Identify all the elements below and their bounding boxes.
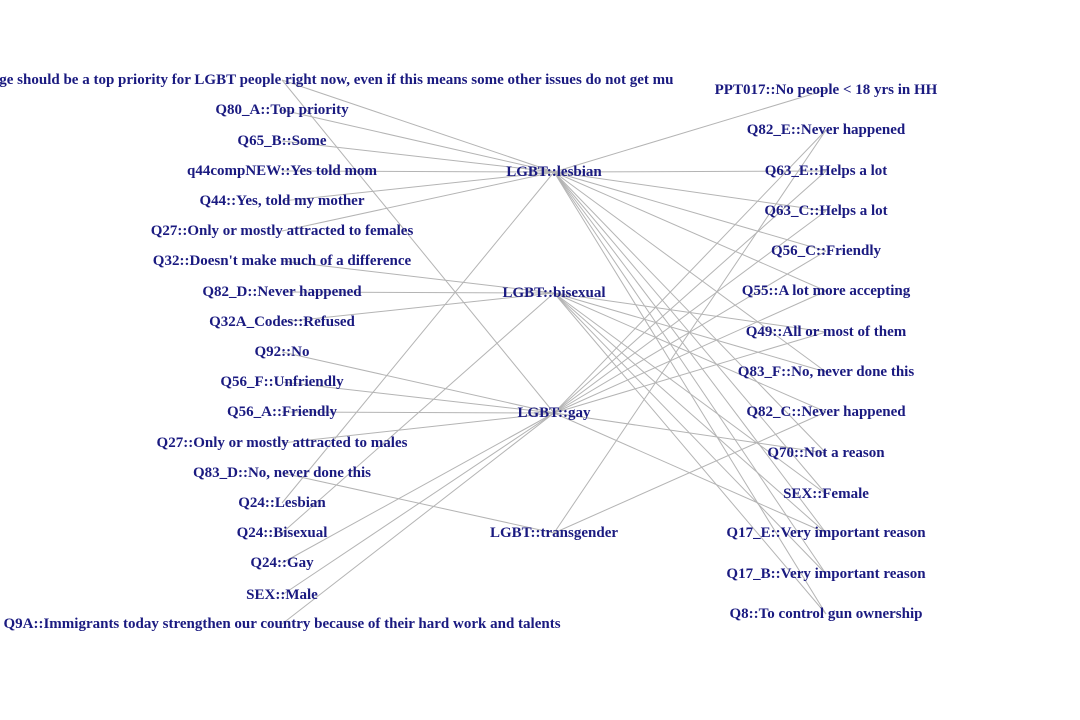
edge-transgender-l_q83d xyxy=(281,472,555,534)
node-label-r-sexf: SEX::Female xyxy=(783,486,869,502)
edge-gay-r_q49 xyxy=(553,331,827,414)
node-label-r-q70: Q70::Not a reason xyxy=(767,445,885,461)
node-label-l-q44comp: q44compNEW::Yes told mom xyxy=(187,163,378,179)
edge-gay-l_sexm xyxy=(281,412,555,596)
node-label-r-q17e: Q17_E::Very important reason xyxy=(726,525,926,541)
node-label-transgender: LGBT::transgender xyxy=(490,525,618,541)
edges-layer xyxy=(281,79,827,625)
node-label-r-q49: Q49::All or most of them xyxy=(746,324,907,340)
edge-gay-l_q_marriage xyxy=(281,79,555,414)
node-label-r-q63c: Q63_C::Helps a lot xyxy=(764,203,887,219)
node-label-r-q55: Q55::A lot more accepting xyxy=(742,283,911,299)
node-label-r-q83f: Q83_F::No, never done this xyxy=(738,364,915,380)
edge-lesbian-r_ppt017 xyxy=(553,89,827,173)
edge-transgender-r_q82e xyxy=(553,129,827,534)
edge-lesbian-r_q63e xyxy=(553,170,827,173)
node-label-bisexual: LGBT::bisexual xyxy=(502,285,605,301)
node-label-r-q56c: Q56_C::Friendly xyxy=(771,243,881,259)
node-label-l-q32a: Q32A_Codes::Refused xyxy=(209,314,355,330)
edge-gay-l_q24g xyxy=(281,412,555,564)
node-label-lesbian: LGBT::lesbian xyxy=(506,164,602,180)
node-label-l-q92: Q92::No xyxy=(255,344,310,360)
node-label-l-q56f: Q56_F::Unfriendly xyxy=(220,374,344,390)
edge-transgender-r_q82c xyxy=(553,411,827,534)
node-label-l-q80a: Q80_A::Top priority xyxy=(215,102,349,118)
edge-lesbian-r_q63c xyxy=(553,171,827,212)
edge-bisexual-r_sexf xyxy=(553,292,827,495)
node-label-r-q82c: Q82_C::Never happened xyxy=(746,404,906,420)
node-label-l-q27m: Q27::Only or mostly attracted to males xyxy=(157,435,408,451)
node-label-l-q24g: Q24::Gay xyxy=(250,555,314,571)
node-label-r-q17b: Q17_B::Very important reason xyxy=(726,566,926,582)
edge-gay-l_q9a xyxy=(281,412,555,625)
node-label-l-q82d: Q82_D::Never happened xyxy=(202,284,362,300)
edge-lesbian-r_q56c xyxy=(553,171,827,252)
node-label-l-q65b: Q65_B::Some xyxy=(237,133,327,149)
edge-gay-l_q56f xyxy=(281,381,555,414)
node-label-r-q8: Q8::To control gun ownership xyxy=(730,606,923,622)
node-label-l-sexm: SEX::Male xyxy=(246,587,318,603)
node-label-l-q24l: Q24::Lesbian xyxy=(238,495,326,511)
edge-bisexual-r_q8 xyxy=(553,292,827,615)
node-label-l-q9a: Q9A::Immigrants today strengthen our cou… xyxy=(3,616,560,632)
node-label-l-q44: Q44::Yes, told my mother xyxy=(200,193,365,209)
edge-lesbian-l_q_marriage xyxy=(281,79,555,173)
node-label-r-ppt017: PPT017::No people < 18 yrs in HH xyxy=(715,82,938,98)
edge-gay-r_q70 xyxy=(553,412,827,454)
nodes-layer: LGBT::lesbianLGBT::bisexualLGBT::gayLGBT… xyxy=(0,72,938,632)
edge-lesbian-l_q24l xyxy=(281,171,555,504)
edge-gay-r_q63c xyxy=(553,210,827,414)
edge-lesbian-l_q44 xyxy=(281,171,555,202)
edge-lesbian-l_q27f xyxy=(281,171,555,232)
node-label-r-q63e: Q63_E::Helps a lot xyxy=(765,163,888,179)
node-label-l-q83d: Q83_D::No, never done this xyxy=(193,465,371,481)
edge-gay-l_q92 xyxy=(281,351,555,414)
edge-lesbian-l_q65b xyxy=(281,140,555,173)
node-label-l-q32: Q32::Doesn't make much of a difference xyxy=(153,253,412,269)
edge-bisexual-r_q17e xyxy=(553,292,827,534)
node-label-l-q24b: Q24::Bisexual xyxy=(237,525,328,541)
edge-gay-r_q63e xyxy=(553,170,827,414)
edge-lesbian-l_q80a xyxy=(281,109,555,173)
node-label-gay: LGBT::gay xyxy=(517,405,591,421)
edge-gay-l_q27m xyxy=(281,412,555,444)
node-label-l-q27f: Q27::Only or mostly attracted to females xyxy=(151,223,414,239)
edge-lesbian-r_q55 xyxy=(553,171,827,292)
edge-lesbian-l_q44comp xyxy=(281,170,555,173)
node-label-l-q-marriage: Same-sex marriage should be a top priori… xyxy=(0,72,673,88)
edge-bisexual-l_q32 xyxy=(281,260,555,294)
edge-gay-r_q82e xyxy=(553,129,827,414)
node-label-l-q56a: Q56_A::Friendly xyxy=(227,404,337,420)
node-label-r-q82e: Q82_E::Never happened xyxy=(747,122,906,138)
edge-bisexual-l_q82d xyxy=(281,291,555,294)
edge-gay-l_q56a xyxy=(281,411,555,414)
edge-bisexual-l_q32a xyxy=(281,292,555,323)
edge-gay-r_q55 xyxy=(553,290,827,414)
